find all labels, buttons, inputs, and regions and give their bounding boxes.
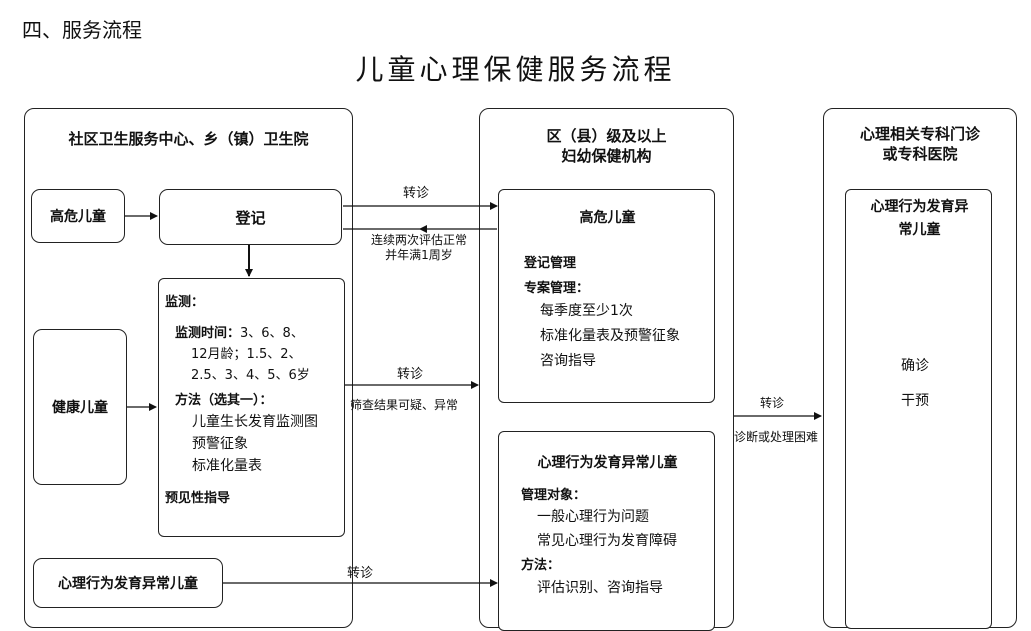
district-title-line2: 妇幼保健机构 (561, 147, 652, 165)
monitoring-method-item: 儿童生长发育监测图 (192, 414, 318, 430)
specialist-title-line1: 心理相关专科门诊 (859, 125, 980, 143)
page-title: 儿童心理保健服务流程 (355, 53, 676, 86)
edge-label-return: 连续两次评估正常 并年满1周岁 (355, 233, 483, 263)
edge-label-screen-abnormal: 筛查结果可疑、异常 (350, 398, 459, 412)
community-column-title: 社区卫生服务中心、乡（镇）卫生院 (68, 130, 309, 148)
edge-label-referral-4: 转诊 (347, 566, 374, 581)
district-abnormal-targets: 一般心理行为问题 常见心理行为发育障碍 (537, 505, 677, 553)
edge-label-diagnosis-hard: 诊断或处理困难 (734, 430, 819, 444)
district-reg-mgmt: 登记管理 (524, 256, 577, 271)
edge-label-return-line1: 连续两次评估正常 (370, 233, 467, 247)
monitoring-method-item: 预警征象 (192, 436, 248, 452)
monitoring-time-label: 监测时间： (175, 326, 241, 341)
specialist-node-title: 心理行为发育异 常儿童 (846, 196, 993, 242)
district-abnormal-target-label: 管理对象： (521, 488, 587, 503)
district-case-item: 每季度至少1次 (540, 303, 633, 319)
node-district-abnormal: 心理行为发育异常儿童 管理对象： 一般心理行为问题 常见心理行为发育障碍 方法：… (498, 431, 715, 631)
monitoring-guidance: 预见性指导 (165, 491, 231, 506)
node-monitoring: 监测： 监测时间：3、6、8、 12月龄；1.5、2、 2.5、3、4、5、6岁… (158, 278, 345, 537)
monitoring-methods: 儿童生长发育监测图 预警征象 标准化量表 (192, 411, 318, 477)
district-case-item: 咨询指导 (540, 353, 596, 369)
monitoring-time-line2: 12月龄；1.5、2、 (191, 347, 302, 362)
monitoring-time-line3: 2.5、3、4、5、6岁 (191, 368, 310, 383)
district-abnormal-title: 心理行为发育异常儿童 (537, 455, 678, 471)
monitoring-method-label: 方法（选其一）： (175, 393, 273, 408)
edge-label-referral-1: 转诊 (403, 186, 430, 201)
district-column-title: 区（县）级及以上 妇幼保健机构 (479, 126, 734, 166)
district-abnormal-method: 评估识别、咨询指导 (537, 580, 663, 596)
specialist-title-line2-text: 常儿童 (898, 222, 941, 238)
district-abnormal-method-label: 方法： (521, 558, 561, 573)
monitoring-method-item: 标准化量表 (192, 458, 262, 474)
edge-label-return-line2: 并年满1周岁 (385, 248, 453, 262)
district-title-line1: 区（县）级及以上 (546, 127, 667, 145)
district-case-item: 标准化量表及预警征象 (540, 328, 680, 344)
flow-arrows (125, 202, 822, 587)
node-high-risk-child: 高危儿童 (31, 189, 125, 243)
specialist-intervene: 干预 (901, 393, 929, 409)
monitoring-heading: 监测： (165, 295, 205, 310)
edge-label-referral-3: 转诊 (760, 396, 785, 410)
district-abnormal-target: 常见心理行为发育障碍 (537, 533, 677, 549)
monitoring-time-line1: 3、6、8、 (240, 326, 304, 341)
node-district-high-risk: 高危儿童 登记管理 专案管理： 每季度至少1次 标准化量表及预警征象 咨询指导 (498, 189, 715, 403)
specialist-title-line1-text: 心理行为发育异 (870, 199, 969, 215)
specialist-title-line2: 或专科医院 (882, 145, 958, 163)
section-heading: 四、服务流程 (22, 18, 142, 42)
node-specialist-abnormal: 心理行为发育异 常儿童 确诊 干预 (845, 189, 992, 629)
edge-label-referral-2: 转诊 (397, 367, 424, 382)
district-abnormal-target: 一般心理行为问题 (537, 509, 649, 525)
specialist-confirm: 确诊 (901, 358, 929, 374)
specialist-column-title: 心理相关专科门诊 或专科医院 (823, 124, 1017, 164)
node-healthy-child: 健康儿童 (33, 329, 127, 485)
district-case-items: 每季度至少1次 标准化量表及预警征象 咨询指导 (540, 299, 680, 374)
monitoring-time: 监测时间：3、6、8、 12月龄；1.5、2、 2.5、3、4、5、6岁 (175, 323, 310, 386)
district-case-mgmt: 专案管理： (524, 281, 590, 296)
node-register: 登记 (159, 189, 342, 245)
district-high-risk-title: 高危儿童 (579, 210, 636, 226)
